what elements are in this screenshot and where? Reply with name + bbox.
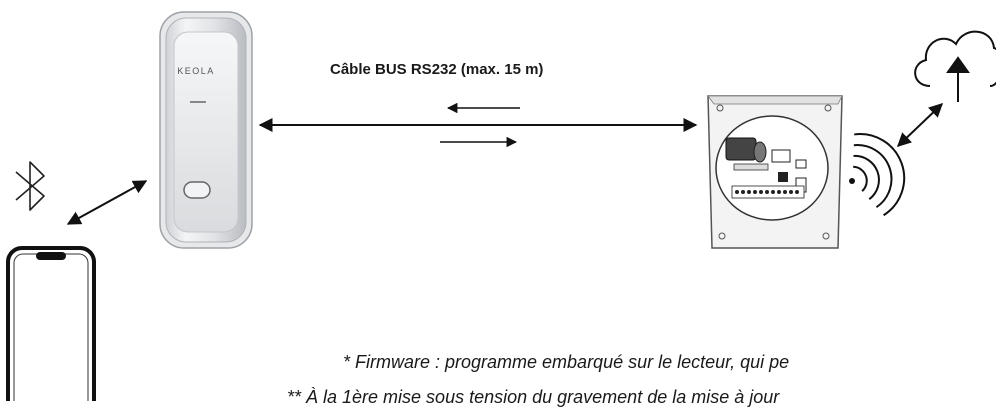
reader-button [183, 181, 211, 199]
cable-label: Câble BUS RS232 (max. 15 m) [330, 61, 544, 78]
keola-reader-device: KEOLA [159, 11, 253, 249]
reader-brand-label: KEOLA [177, 66, 215, 76]
bluetooth-icon [15, 161, 45, 211]
wifi-signal-icon [849, 133, 906, 217]
cloud-upload-icon [914, 30, 996, 102]
footnote-firmware: * Firmware : programme embarqué sur le l… [343, 352, 790, 372]
phone-reader-arrow [66, 180, 148, 225]
footnote-first-power-on: ** À la 1ère mise sous tension du gravem… [287, 387, 780, 407]
smartphone-icon [6, 246, 96, 401]
controller-board [707, 95, 843, 249]
cloud-link-arrow [896, 103, 944, 147]
